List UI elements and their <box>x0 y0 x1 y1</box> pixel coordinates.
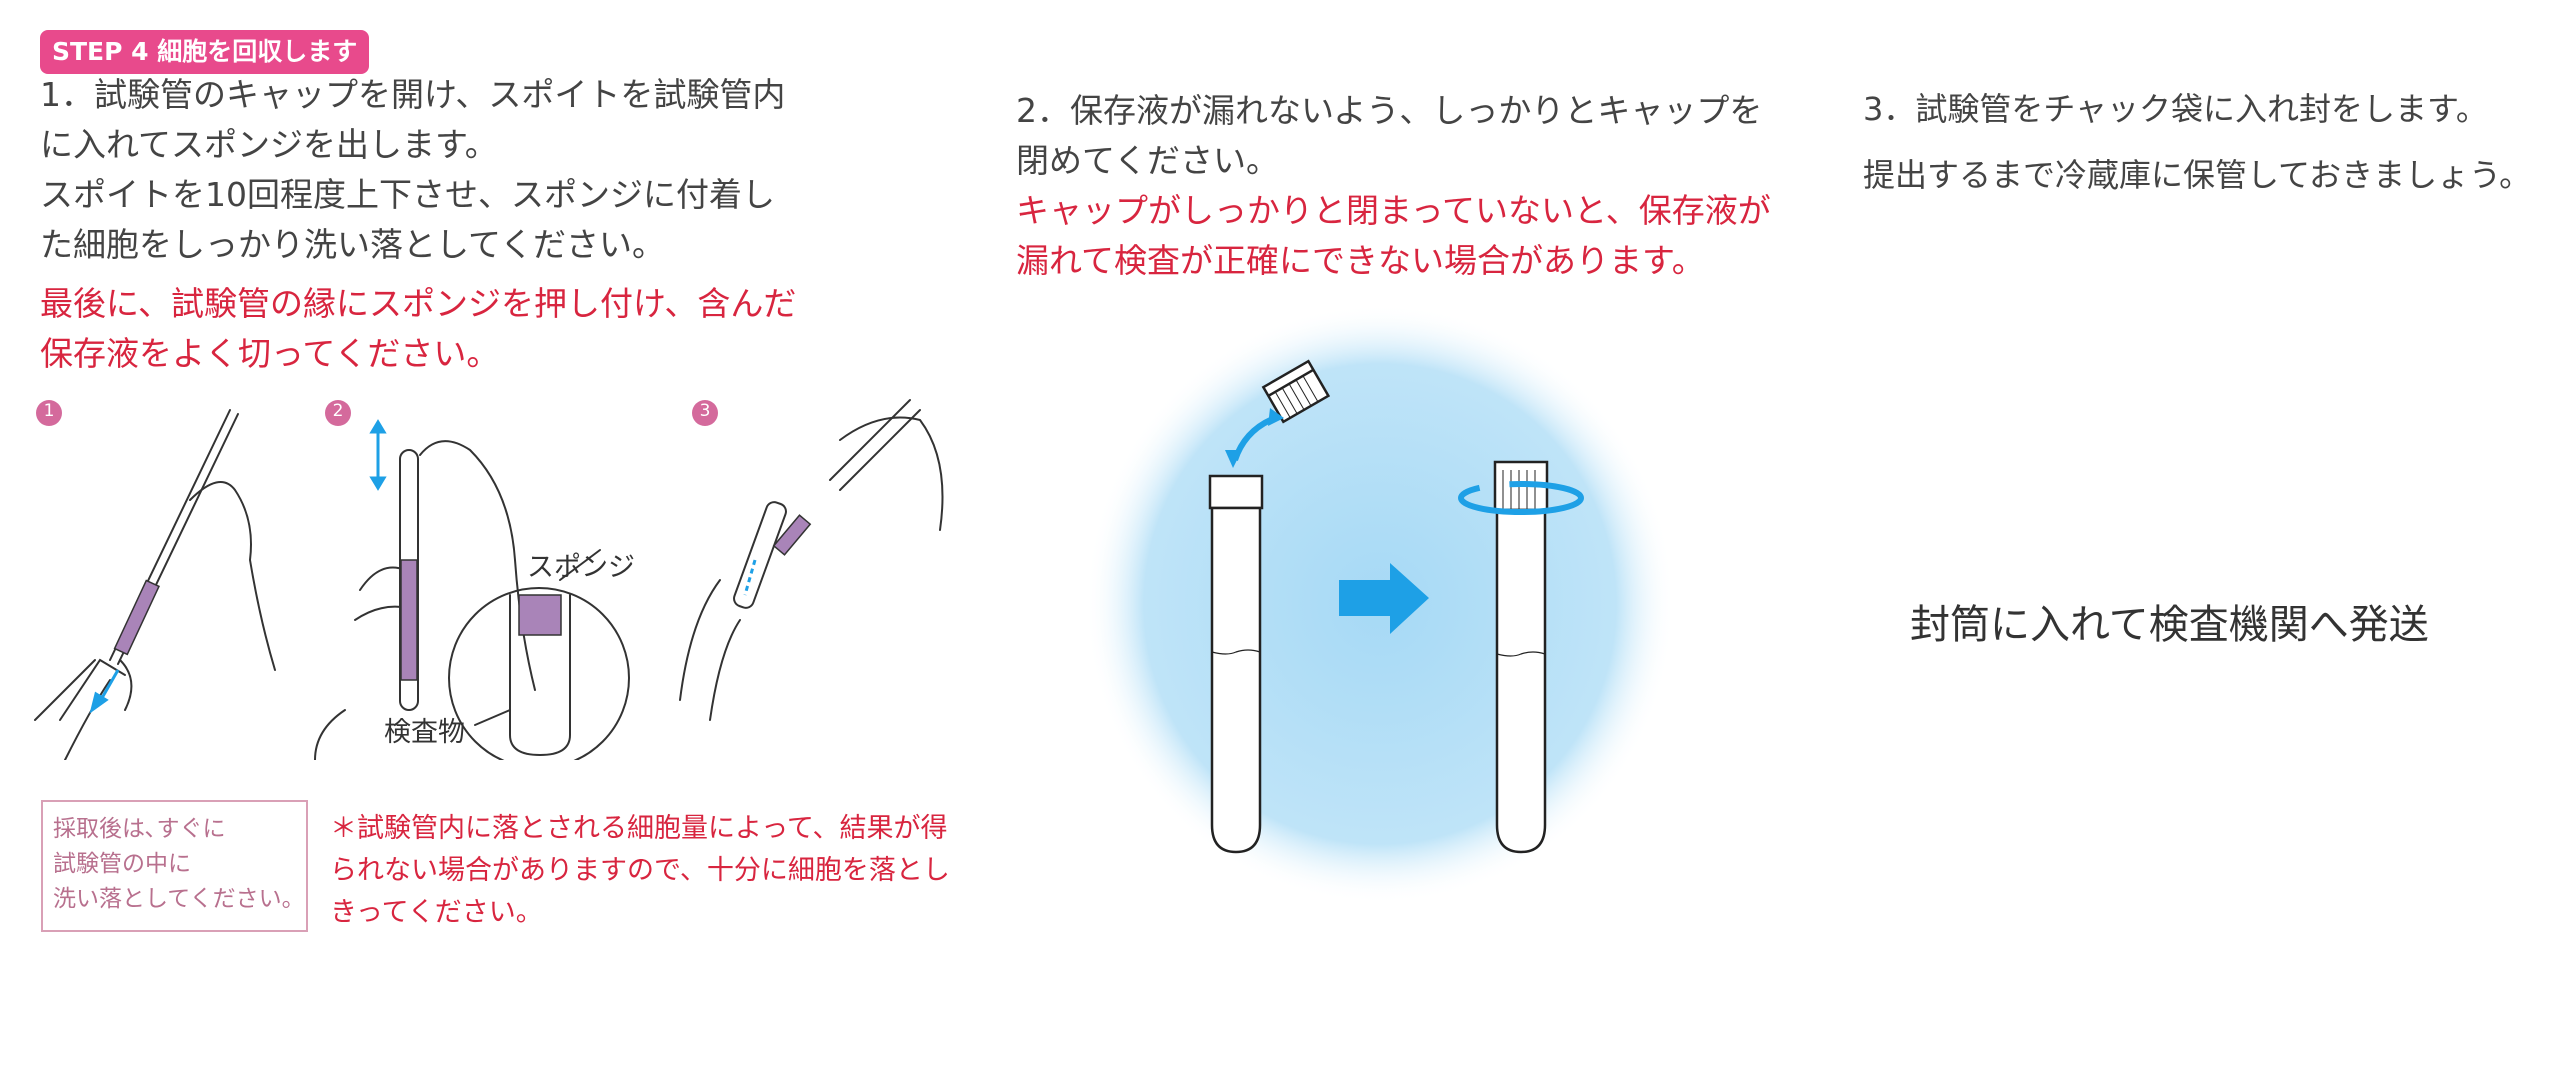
figure-number-2: 2 <box>332 401 344 421</box>
warning-line: 漏れて検査が正確にできない場合があります。 <box>1016 241 1705 280</box>
instruction-line: 3．試験管をチャック袋に入れ封をします。 <box>1863 90 2488 128</box>
warning-line: 最後に、試験管の縁にスポンジを押し付け、含んだ <box>40 284 797 323</box>
figure-number-1: 1 <box>43 401 55 421</box>
tip-line: 試験管の中に <box>53 851 191 877</box>
cap-closing-illustration <box>1090 304 1675 900</box>
sponge-procedure-illustration <box>34 399 944 760</box>
tip-line: 採取後は､すぐに <box>53 816 226 842</box>
note-line: られない場合がありますので、十分に細胞を落とし <box>330 855 950 886</box>
instruction-line: に入れてスポンジを出します。 <box>40 125 498 164</box>
blue-arrows <box>1225 408 1584 634</box>
instruction-line: 2．保存液が漏れないよう、しっかりとキャップを <box>1016 91 1763 130</box>
instruction-line: 閉めてください。 <box>1016 141 1280 180</box>
figure-number-3: 3 <box>699 401 711 421</box>
step2-instructions: 2．保存液が漏れないよう、しっかりとキャップを 閉めてください。 キャップがしっ… <box>1016 86 1771 286</box>
instruction-line: た細胞をしっかり洗い落としてください。 <box>40 225 666 264</box>
step1-instructions: 1．試験管のキャップを開け、スポイトを試験管内 に入れてスポンジを出します。 ス… <box>40 70 796 379</box>
label-sponge: スポンジ <box>527 552 635 583</box>
instruction-line: 1．試験管のキャップを開け、スポイトを試験管内 <box>40 75 786 114</box>
collection-tip-box: 採取後は､すぐに 試験管の中に 洗い落としてください。 <box>41 800 308 932</box>
instruction-line: スポイトを10回程度上下させ、スポンジに付着し <box>40 175 775 214</box>
label-specimen: 検査物 <box>384 717 465 748</box>
step3-instructions: 3．試験管をチャック袋に入れ封をします。 提出するまで冷蔵庫に保管しておきましょ… <box>1863 76 2531 208</box>
figure-number-badges <box>36 400 718 426</box>
tip-line: 洗い落としてください。 <box>53 886 305 912</box>
note-line: きってください。 <box>330 897 543 928</box>
warning-line: 保存液をよく切ってください。 <box>40 334 500 373</box>
step-badge: STEP 4 細胞を回収します <box>40 30 370 74</box>
instruction-line: 提出するまで冷蔵庫に保管しておきましょう。 <box>1863 156 2532 194</box>
shipping-instruction: 封筒に入れて検査機関へ発送 <box>1910 602 2429 648</box>
warning-line: キャップがしっかりと閉まっていないと、保存液が <box>1016 191 1771 230</box>
note-line: ＊試験管内に落とされる細胞量によって、結果が得 <box>330 813 948 844</box>
cell-amount-note: ＊試験管内に落とされる細胞量によって、結果が得 られない場合がありますので、十分… <box>330 808 950 934</box>
